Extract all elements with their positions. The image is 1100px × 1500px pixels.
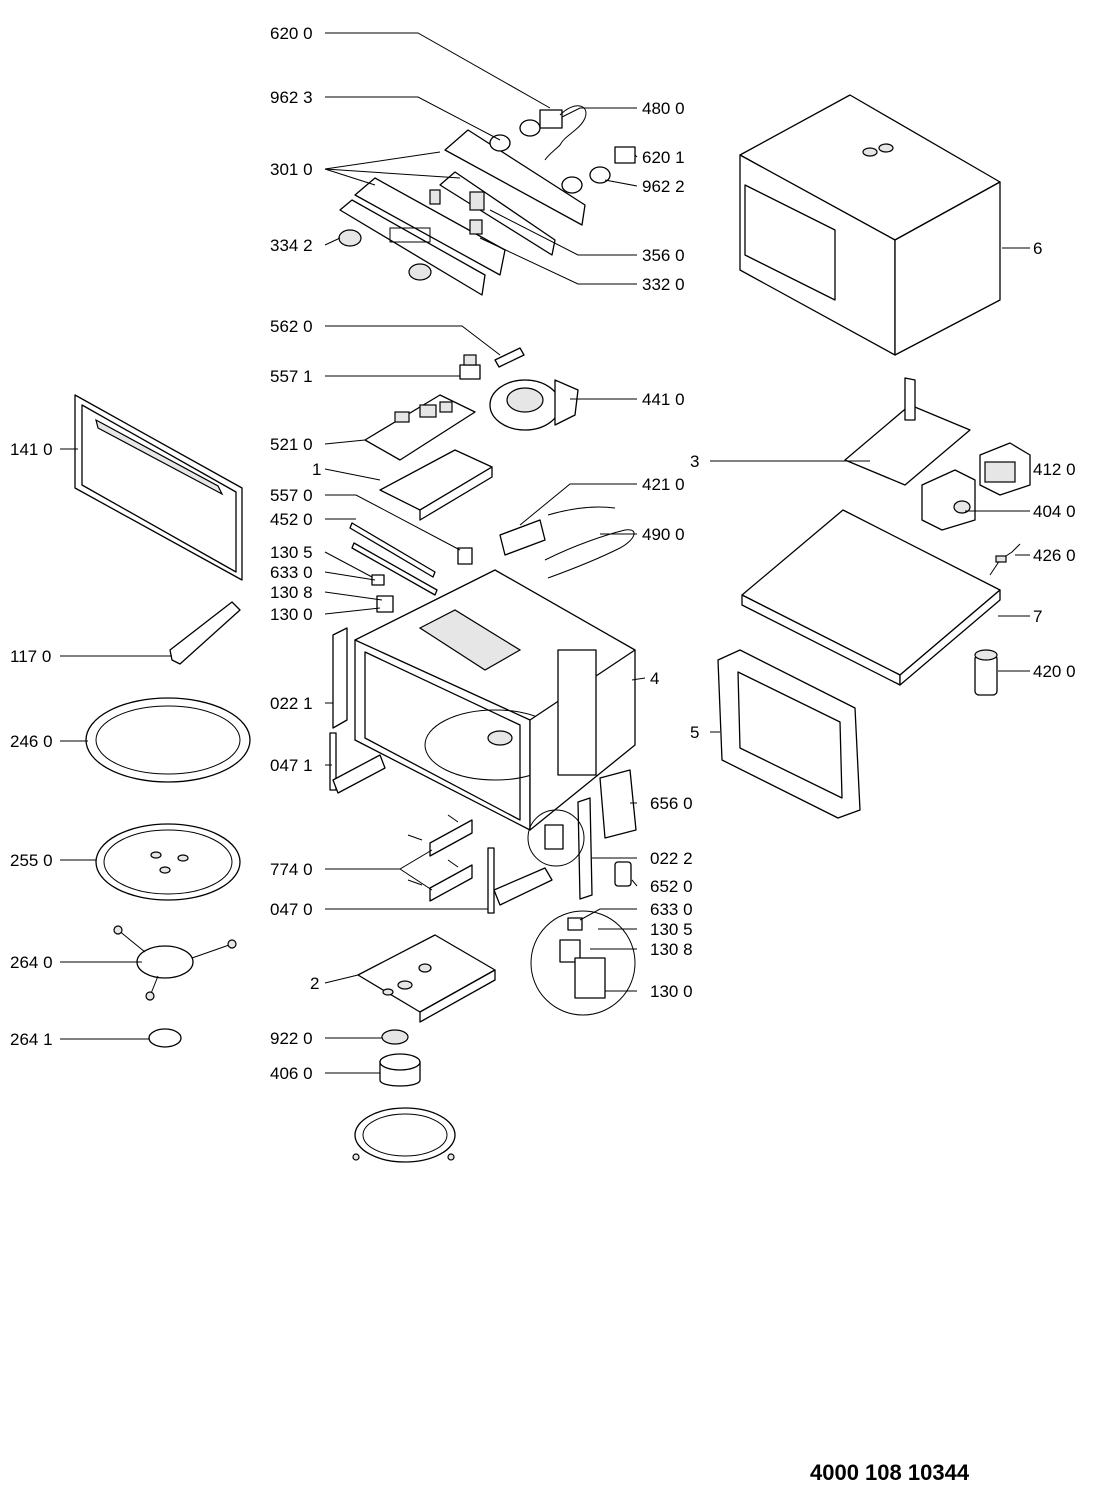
callout-6: 6 xyxy=(1033,239,1042,258)
callout-1308-lower: 130 8 xyxy=(650,940,693,959)
callout-1308-upper: 130 8 xyxy=(270,583,313,602)
detail-circle-lower xyxy=(530,910,636,1016)
turntable-motor-part xyxy=(379,1053,421,1087)
callout-6330-upper: 633 0 xyxy=(270,563,313,582)
callout-7: 7 xyxy=(1033,607,1042,626)
side-cover-part xyxy=(577,797,593,900)
interlock-switch-part xyxy=(371,547,473,613)
fan-motor-part xyxy=(489,379,579,431)
washer-part xyxy=(381,1029,409,1045)
door-frame-part xyxy=(717,649,861,819)
hinge-part xyxy=(329,732,386,794)
callout-4060: 406 0 xyxy=(270,1064,313,1083)
callout-4210: 421 0 xyxy=(642,475,685,494)
support-bar-part xyxy=(349,522,438,596)
door-handle-part xyxy=(169,601,241,665)
roller-ring-part xyxy=(85,697,251,783)
motor-ring-part xyxy=(352,1107,456,1163)
callout-5571: 557 1 xyxy=(270,367,313,386)
switch-parts xyxy=(489,105,636,194)
callout-5: 5 xyxy=(690,723,699,742)
callout-3342: 334 2 xyxy=(270,236,313,255)
callout-3010: 301 0 xyxy=(270,160,313,179)
roller-support-part xyxy=(113,925,237,1001)
door-part xyxy=(74,394,243,581)
callout-1305-upper: 130 5 xyxy=(270,543,313,562)
board-holder-part xyxy=(379,449,493,521)
callout-4: 4 xyxy=(650,669,659,688)
callout-9623: 962 3 xyxy=(270,88,313,107)
callout-6201: 620 1 xyxy=(642,148,685,167)
callout-0222: 022 2 xyxy=(650,849,693,868)
callout-1: 1 xyxy=(312,460,321,479)
mounting-plate-part xyxy=(407,814,473,902)
transformer-part xyxy=(979,442,1031,496)
leader-lines xyxy=(60,32,1030,1074)
lower-hinge-part xyxy=(487,847,553,914)
callout-2: 2 xyxy=(310,974,319,993)
callout-9622: 962 2 xyxy=(642,177,685,196)
base-plate-part xyxy=(741,509,1001,686)
callout-4120: 412 0 xyxy=(1033,460,1076,479)
control-board-part xyxy=(364,394,476,461)
callout-6560: 656 0 xyxy=(650,794,693,813)
hv-capacitor-part xyxy=(974,649,998,696)
callout-6520: 652 0 xyxy=(650,877,693,896)
callout-1305-lower: 130 5 xyxy=(650,920,693,939)
callout-9220: 922 0 xyxy=(270,1029,313,1048)
callout-3560: 356 0 xyxy=(642,246,685,265)
callout-1170: 117 0 xyxy=(10,647,51,666)
callout-4900: 490 0 xyxy=(642,525,685,544)
bottom-plate-part xyxy=(357,934,496,1023)
diode-part xyxy=(989,543,1021,576)
callout-1300-upper: 130 0 xyxy=(270,605,313,624)
callout-2550: 255 0 xyxy=(10,851,53,870)
callout-6330-lower: 633 0 xyxy=(650,900,693,919)
capacitor-part xyxy=(499,519,546,556)
callout-0471: 047 1 xyxy=(270,756,313,775)
callout-5570: 557 0 xyxy=(270,486,313,505)
callout-1300-lower: 130 0 xyxy=(650,982,693,1001)
knob-part xyxy=(338,229,432,281)
callout-2641: 264 1 xyxy=(10,1030,53,1049)
callout-4200: 420 0 xyxy=(1033,662,1076,681)
callout-5210: 521 0 xyxy=(270,435,313,454)
callout-0221: 022 1 xyxy=(270,694,313,713)
callout-4260: 426 0 xyxy=(1033,546,1076,565)
air-duct-part xyxy=(844,377,971,486)
callout-2640: 264 0 xyxy=(10,953,53,972)
fuse-part xyxy=(494,347,525,368)
oven-cavity-part xyxy=(354,569,636,831)
callout-4520: 452 0 xyxy=(270,510,313,529)
callout-7740: 774 0 xyxy=(270,860,313,879)
cabinet-cover-part xyxy=(739,94,1001,356)
magnetron-part xyxy=(921,469,976,531)
coupler-part xyxy=(148,1028,182,1048)
detail-circle-upper xyxy=(527,809,585,867)
callout-0470: 047 0 xyxy=(270,900,313,919)
glass-tray-part xyxy=(95,823,241,901)
callout-4040: 404 0 xyxy=(1033,502,1076,521)
callout-2460: 246 0 xyxy=(10,732,53,751)
wire-harness-part xyxy=(544,506,635,579)
lamp-part xyxy=(614,861,632,887)
document-number: 4000 108 10344 xyxy=(810,1460,970,1485)
callout-6200: 620 0 xyxy=(270,24,313,43)
callout-4410: 441 0 xyxy=(642,390,685,409)
callout-3: 3 xyxy=(690,452,699,471)
callout-1410: 141 0 xyxy=(10,440,53,459)
callout-3320: 332 0 xyxy=(642,275,685,294)
hinge-cover-part xyxy=(332,627,348,729)
thermostat-part xyxy=(459,354,481,380)
callout-5620: 562 0 xyxy=(270,317,313,336)
callout-4800: 480 0 xyxy=(642,99,685,118)
bracket-part xyxy=(599,769,637,839)
